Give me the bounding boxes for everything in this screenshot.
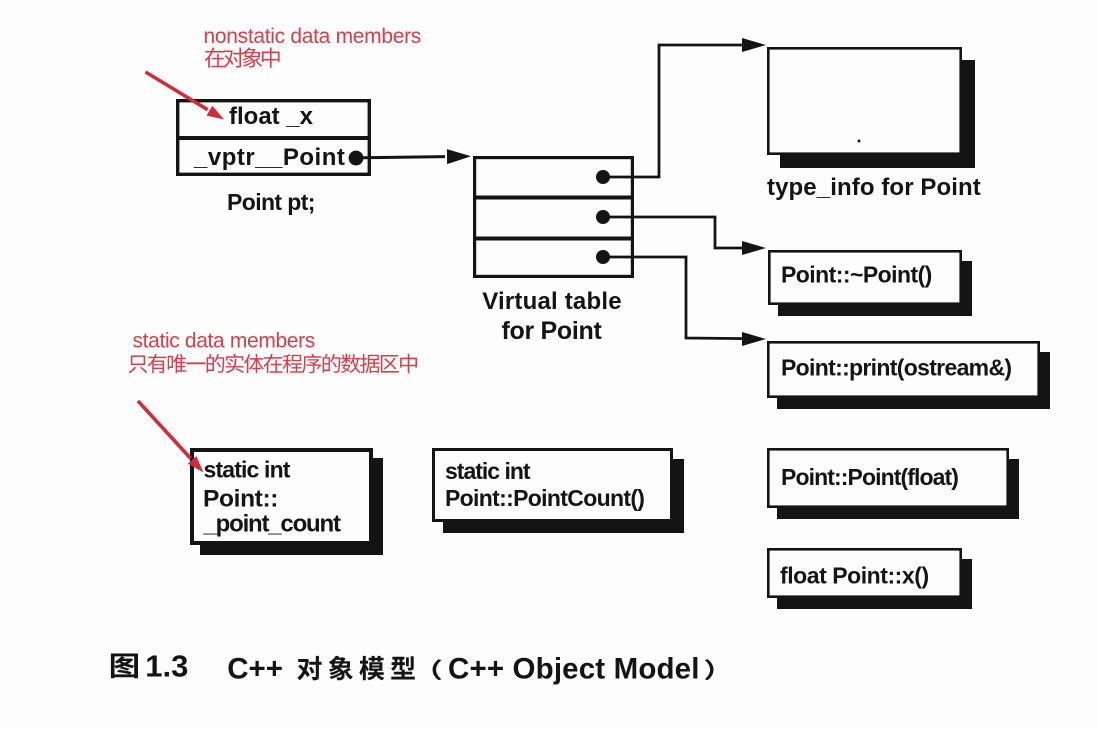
svg-text:1.3: 1.3 (145, 648, 188, 683)
svg-text:for Point: for Point (501, 317, 602, 345)
svg-text:static int: static int (445, 458, 531, 484)
svg-text:float _x: float _x (229, 103, 314, 130)
svg-text:Point::Point(float): Point::Point(float) (781, 464, 958, 490)
svg-text:Point::~Point(): Point::~Point() (781, 262, 932, 288)
svg-text:Virtual table: Virtual table (482, 288, 622, 315)
svg-text:_vptr__Point: _vptr__Point (193, 144, 345, 171)
svg-text:type_info for Point: type_info for Point (767, 174, 981, 201)
svg-text:Point::: Point:: (203, 486, 278, 513)
svg-text:Point pt;: Point pt; (227, 189, 315, 215)
svg-text:static data members: static data members (133, 330, 315, 353)
svg-text:_point_count: _point_count (203, 511, 341, 538)
svg-text:static int: static int (204, 457, 291, 483)
svg-text:C++: C++ (227, 653, 283, 686)
svg-text:Point::PointCount(): Point::PointCount() (445, 485, 644, 511)
svg-text:Point::print(ostream&): Point::print(ostream&) (781, 355, 1011, 381)
svg-text:float Point::x(): float Point::x() (780, 563, 929, 589)
svg-text:C++ Object Model: C++ Object Model (448, 653, 700, 686)
svg-text:nonstatic data members: nonstatic data members (204, 25, 422, 48)
